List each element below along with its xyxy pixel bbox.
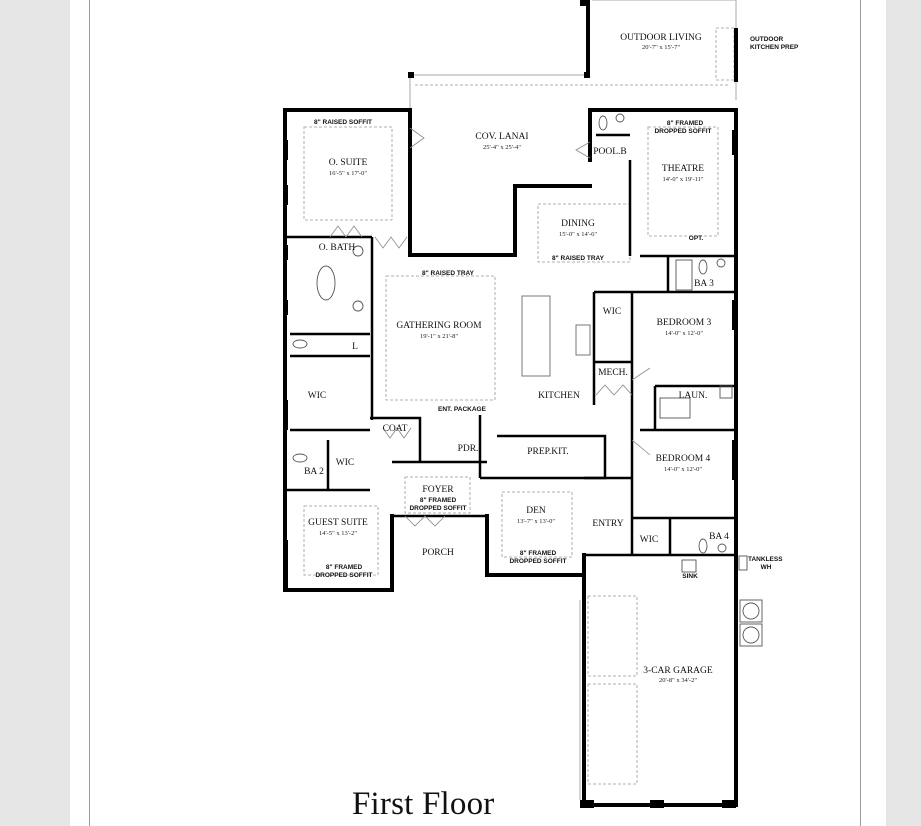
room-coat: COAT — [383, 424, 408, 434]
svg-text:DROPPED SOFFIT: DROPPED SOFFIT — [654, 128, 711, 135]
svg-text:DROPPED SOFFIT: DROPPED SOFFIT — [409, 505, 466, 512]
svg-text:OUTDOOR: OUTDOOR — [750, 36, 784, 43]
svg-text:14'-0" x 12'-0": 14'-0" x 12'-0" — [664, 466, 702, 473]
svg-text:8" RAISED SOFFIT: 8" RAISED SOFFIT — [314, 119, 372, 126]
svg-text:WH: WH — [761, 564, 772, 571]
svg-text:OPT.: OPT. — [689, 235, 704, 242]
svg-text:13'-7" x 13'-0": 13'-7" x 13'-0" — [517, 518, 555, 525]
interior-walls — [285, 133, 736, 557]
room-labels: OUTDOOR LIVING 20'-7" x 15'-7" OUTDOOR K… — [304, 33, 799, 684]
room-porch: PORCH — [422, 548, 454, 558]
room-guest-suite: GUEST SUITE — [308, 518, 368, 528]
svg-text:15'-0" x 14'-6": 15'-0" x 14'-6" — [559, 231, 597, 238]
room-bedroom3: BEDROOM 3 — [657, 318, 712, 328]
room-entry: ENTRY — [592, 519, 623, 529]
svg-text:ENT. PACKAGE: ENT. PACKAGE — [438, 406, 487, 413]
svg-text:8" FRAMED: 8" FRAMED — [326, 564, 363, 571]
svg-text:8" FRAMED: 8" FRAMED — [420, 497, 457, 504]
svg-text:14'-0" x 19'-11": 14'-0" x 19'-11" — [663, 176, 704, 183]
svg-text:8" RAISED TRAY: 8" RAISED TRAY — [552, 255, 605, 262]
room-theatre: THEATRE — [662, 164, 704, 174]
room-mech: MECH. — [598, 368, 628, 378]
svg-text:DROPPED SOFFIT: DROPPED SOFFIT — [315, 572, 372, 579]
svg-text:25'-4" x 25'-4": 25'-4" x 25'-4" — [483, 144, 521, 151]
room-o-suite: O. SUITE — [329, 158, 368, 168]
svg-text:DROPPED SOFFIT: DROPPED SOFFIT — [509, 558, 566, 565]
room-ba2: BA 2 — [304, 467, 324, 477]
floor-title: First Floor — [352, 786, 495, 822]
fixtures — [292, 113, 763, 647]
room-outdoor-living: OUTDOOR LIVING — [620, 33, 702, 43]
room-linen: L — [352, 342, 358, 352]
room-powder: PDR. — [458, 444, 479, 454]
room-foyer: FOYER — [422, 485, 454, 495]
room-o-bath: O. BATH — [319, 243, 356, 253]
svg-text:8" FRAMED: 8" FRAMED — [667, 120, 704, 127]
svg-text:16'-5" x 17'-0": 16'-5" x 17'-0" — [329, 170, 367, 177]
svg-text:20'-7" x 15'-7": 20'-7" x 15'-7" — [642, 44, 680, 51]
document-page — [70, 0, 886, 826]
room-ba4: BA 4 — [709, 532, 729, 542]
room-wic-master: WIC — [308, 391, 326, 401]
room-cov-lanai: COV. LANAI — [475, 132, 528, 142]
wall-stubs — [283, 0, 738, 808]
room-dining: DINING — [561, 219, 595, 229]
svg-text:8" FRAMED: 8" FRAMED — [520, 550, 557, 557]
svg-text:14'-0" x 12'-0": 14'-0" x 12'-0" — [665, 330, 703, 337]
svg-text:19'-1" x 21'-8": 19'-1" x 21'-8" — [420, 333, 458, 340]
room-prep-kitchen: PREP.KIT. — [527, 447, 569, 457]
room-garage: 3-CAR GARAGE — [643, 666, 713, 676]
room-wic-guest: WIC — [336, 458, 354, 468]
room-bedroom4: BEDROOM 4 — [656, 454, 711, 464]
room-laundry: LAUN. — [679, 391, 708, 401]
room-wic-bedroom3: WIC — [603, 307, 621, 317]
svg-text:SINK: SINK — [682, 573, 698, 580]
svg-text:14'-5" x 13'-2": 14'-5" x 13'-2" — [319, 530, 357, 537]
page-border-left — [89, 0, 90, 826]
room-ba3: BA 3 — [694, 279, 714, 289]
svg-text:8" RAISED TRAY: 8" RAISED TRAY — [422, 270, 475, 277]
svg-text:20'-8" x 34'-2": 20'-8" x 34'-2" — [659, 677, 697, 684]
room-den: DEN — [526, 506, 546, 516]
room-pool-bath: POOL.B — [593, 147, 627, 157]
room-gathering-room: GATHERING ROOM — [396, 321, 482, 331]
door-swings — [329, 127, 651, 527]
svg-text:KITCHEN PREP: KITCHEN PREP — [750, 44, 799, 51]
svg-text:TANKLESS: TANKLESS — [748, 556, 783, 563]
room-kitchen: KITCHEN — [538, 391, 580, 401]
room-wic-bedroom4: WIC — [640, 535, 658, 545]
page-border-right — [860, 0, 861, 826]
kitchen-island — [521, 295, 591, 377]
